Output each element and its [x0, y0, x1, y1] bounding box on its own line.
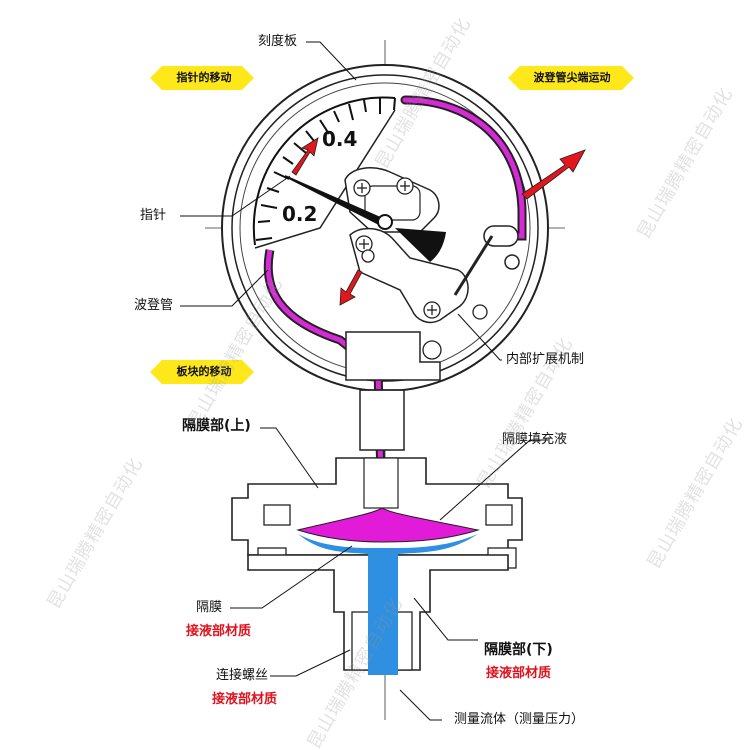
- scale-label-04: 0.4: [322, 127, 358, 151]
- label-fluid: 测量流体（测量压力）: [454, 712, 585, 727]
- connecting-link: [453, 235, 494, 296]
- gauge-case-inner: [231, 74, 539, 382]
- bourdon-tube-right: [402, 97, 525, 239]
- block-move-arrow: [339, 269, 363, 306]
- label-diaphragm-upper: 隔膜部(上): [182, 418, 251, 434]
- pointer-hub: [377, 214, 393, 230]
- bourdon-tube-left: [265, 249, 385, 513]
- leader-lines: [180, 41, 548, 721]
- label-wetted-material-2: 接液部材质: [486, 666, 552, 681]
- tube-tip-bracket: [483, 225, 519, 247]
- callout-block-move-bg: [150, 360, 254, 384]
- mechanism-screws: [353, 177, 488, 320]
- fill-liquid-cavity: [296, 507, 480, 543]
- socket-nut: [422, 340, 442, 360]
- mechanism-lower-plate: [349, 227, 469, 324]
- pointer-move-arrow: [291, 137, 319, 176]
- callout-pointer-move: 指针的移动: [176, 71, 232, 84]
- label-wetted-material-1: 接液部材质: [186, 624, 252, 639]
- tube-tip-pin: [504, 254, 520, 270]
- callout-tube-tip-move: 波登管尖端运动: [533, 71, 611, 84]
- label-inner-mechanism: 内部扩展机制: [506, 352, 585, 367]
- fluid-channel: [368, 548, 398, 675]
- label-diaphragm: 隔膜: [196, 600, 223, 615]
- sector-gear: [395, 228, 446, 262]
- callout-block-move: 板块的移动: [176, 365, 232, 378]
- tube-tip-arrow: [521, 149, 586, 200]
- label-diaphragm-lower: 隔膜部(下): [484, 642, 553, 658]
- housing-bore: [363, 457, 399, 509]
- label-bourdon-tube: 波登管: [134, 298, 174, 313]
- label-wetted-material-3: 接液部材质: [212, 692, 278, 707]
- dial-cutaway-edge: [254, 109, 396, 249]
- label-fill-liquid: 隔膜填充液: [502, 432, 568, 447]
- label-thread: 连接螺丝: [216, 668, 269, 683]
- socket-block: [345, 331, 441, 381]
- neck-tube: [359, 389, 405, 451]
- screw-crosses: [357, 181, 437, 315]
- callout-tube-tip-bg: [508, 66, 634, 90]
- dial-scale-arc: [252, 96, 396, 246]
- label-dial: 刻度板: [258, 34, 298, 49]
- label-pointer: 指针: [140, 208, 167, 223]
- callout-pointer-move-bg: [150, 66, 254, 90]
- scale-label-02: 0.2: [282, 202, 318, 226]
